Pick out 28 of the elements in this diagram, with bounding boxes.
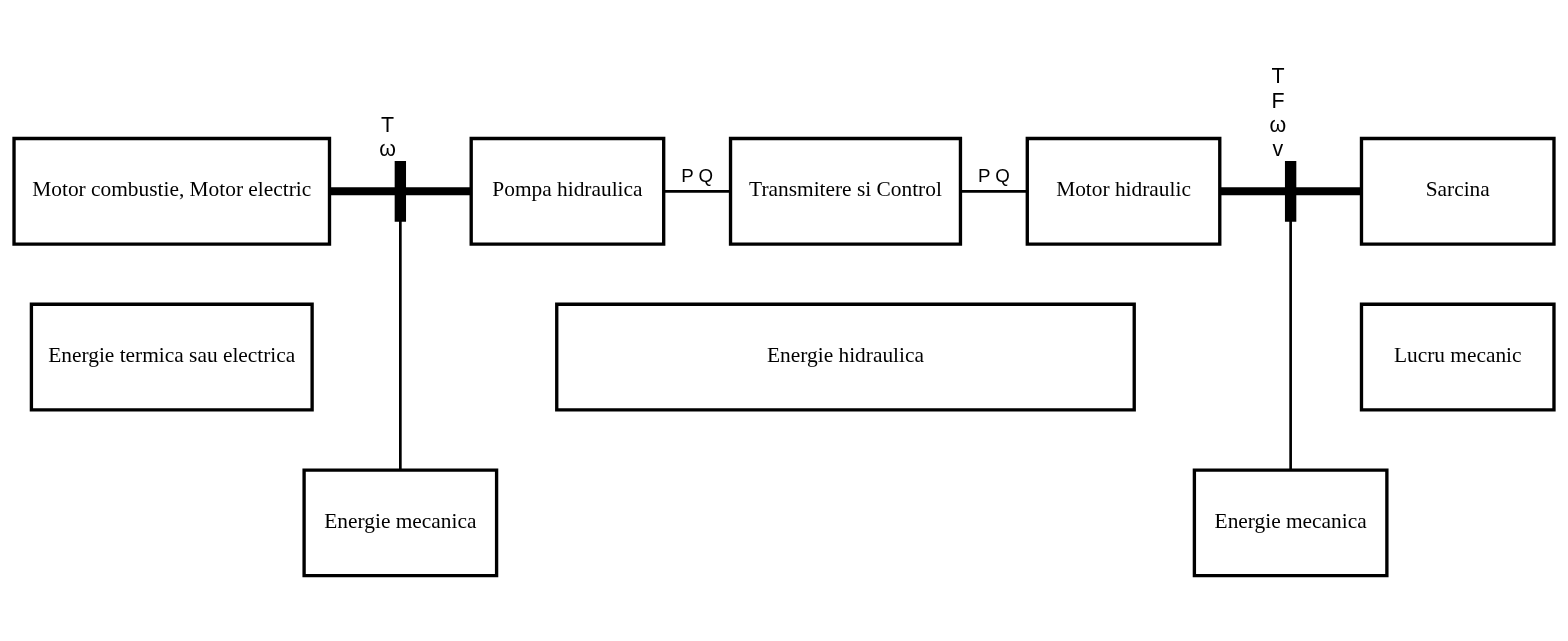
node-label: T [1271, 63, 1285, 88]
node-box: Pompa hidraulica [469, 136, 666, 246]
node-bar [1284, 160, 1297, 222]
node-box: Energie mecanica [1192, 467, 1389, 577]
node-box: Sarcina [1359, 136, 1556, 246]
node-box: Energie termica sau electrica [29, 302, 314, 412]
connector [663, 189, 731, 193]
connector [1220, 186, 1287, 195]
node-label: ω [379, 136, 396, 161]
node-box: Motor combustie, Motor electric [12, 136, 332, 246]
node-label: v [1272, 136, 1284, 161]
node-bar [394, 160, 407, 222]
connector [960, 189, 1028, 193]
node-box: Energie mecanica [302, 467, 499, 577]
connector [329, 186, 396, 195]
edge-label: P Q [977, 164, 1010, 186]
connector [1295, 186, 1362, 195]
node-label: T [381, 112, 395, 137]
connector [1289, 219, 1292, 470]
connector [399, 219, 402, 470]
node-box: Lucru mecanic [1359, 302, 1556, 412]
node-box: Motor hidraulic [1025, 136, 1222, 246]
edge-label: P Q [681, 164, 714, 186]
node-box: Transmitere si Control [728, 136, 963, 246]
node-box: Energie hidraulica [555, 302, 1136, 412]
node-label: F [1271, 88, 1285, 113]
connector [404, 186, 471, 195]
node-label: ω [1269, 112, 1287, 137]
